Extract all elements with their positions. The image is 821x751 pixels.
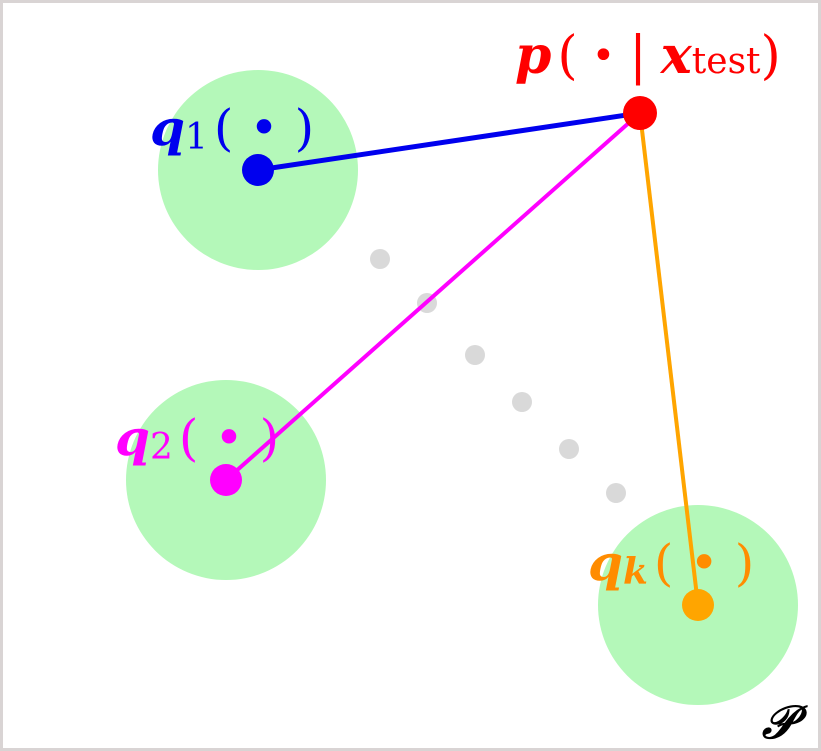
q2-label: q2( • ) <box>115 408 279 468</box>
q2-link-line <box>224 111 642 482</box>
q1-point <box>242 154 274 186</box>
q2-point <box>210 464 242 496</box>
q1-link-line <box>257 110 641 173</box>
target-label: p(•|xtest) <box>515 25 781 86</box>
target-point <box>623 96 657 130</box>
q1-label: q1( • ) <box>150 98 314 158</box>
qk-point <box>682 589 714 621</box>
qk-link-line <box>638 112 700 606</box>
qk-label: qk( • ) <box>588 533 754 593</box>
